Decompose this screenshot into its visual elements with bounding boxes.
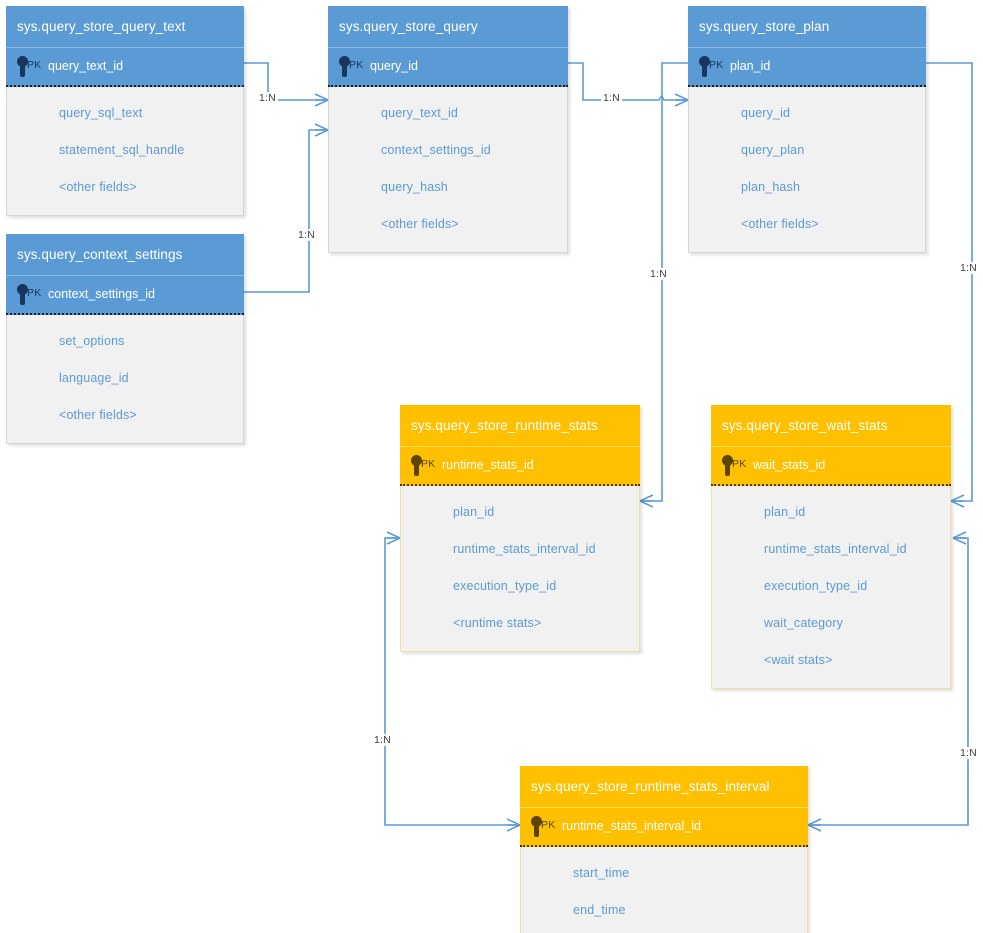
entity-field[interactable]: plan_hash bbox=[741, 180, 801, 194]
key-icon: PK bbox=[400, 446, 442, 485]
pk-badge: PK bbox=[709, 59, 724, 71]
entity-title: sys.query_store_plan bbox=[688, 6, 926, 48]
entity-field[interactable]: language_id bbox=[59, 371, 129, 385]
entity-title: sys.query_store_query_text bbox=[6, 6, 244, 48]
pk-field-name: query_id bbox=[370, 59, 418, 73]
cardinality-label: 1:N bbox=[958, 747, 979, 759]
pk-field-name: plan_id bbox=[730, 59, 771, 73]
entity-fields: plan_id runtime_stats_interval_id executio… bbox=[400, 486, 640, 652]
entity-field[interactable]: execution_type_id bbox=[764, 579, 868, 593]
entity-field[interactable]: query_sql_text bbox=[59, 106, 143, 120]
cardinality-label: 1:N bbox=[601, 92, 622, 104]
entity-fields: query_text_id context_settings_id query_ha… bbox=[328, 87, 568, 253]
entity-field[interactable]: <other fields> bbox=[381, 217, 459, 231]
entity-field[interactable]: context_settings_id bbox=[381, 143, 491, 157]
entity-fields: query_id query_plan plan_hash <other fields… bbox=[688, 87, 926, 253]
key-icon: PK bbox=[328, 47, 370, 86]
entity-field[interactable]: set_options bbox=[59, 334, 125, 348]
primary-key-row[interactable]: PK runtime_stats_id bbox=[400, 447, 640, 486]
pk-field-name: runtime_stats_interval_id bbox=[562, 819, 701, 833]
key-icon: PK bbox=[6, 47, 48, 86]
entity-field[interactable]: <other fields> bbox=[59, 180, 137, 194]
key-icon: PK bbox=[6, 275, 48, 314]
entity-field[interactable]: runtime_stats_interval_id bbox=[453, 542, 596, 556]
connector-query-to-plan bbox=[568, 62, 686, 101]
primary-key-row[interactable]: PK plan_id bbox=[688, 48, 926, 87]
entity-field[interactable]: query_text_id bbox=[381, 106, 458, 120]
entity-field[interactable]: <wait stats> bbox=[764, 653, 833, 667]
entity-title: sys.query_store_query bbox=[328, 6, 568, 48]
entity-field[interactable]: plan_id bbox=[764, 505, 806, 519]
pk-field-name: context_settings_id bbox=[48, 287, 156, 301]
pk-badge: PK bbox=[349, 59, 364, 71]
entity-field[interactable]: execution_type_id bbox=[453, 579, 557, 593]
key-icon: PK bbox=[520, 807, 562, 846]
pk-badge: PK bbox=[732, 458, 747, 470]
entity-field[interactable]: query_hash bbox=[381, 180, 448, 194]
entity-field[interactable]: <other fields> bbox=[741, 217, 819, 231]
primary-key-row[interactable]: PK wait_stats_id bbox=[711, 447, 951, 486]
cardinality-label: 1:N bbox=[296, 229, 317, 241]
cardinality-label: 1:N bbox=[958, 262, 979, 274]
entity-title: sys.query_store_runtime_stats bbox=[400, 405, 640, 447]
entity-field[interactable]: start_time bbox=[573, 866, 630, 880]
entity-field[interactable]: statement_sql_handle bbox=[59, 143, 185, 157]
pk-badge: PK bbox=[27, 59, 42, 71]
primary-key-row[interactable]: PK query_text_id bbox=[6, 48, 244, 87]
entity-field[interactable]: runtime_stats_interval_id bbox=[764, 542, 907, 556]
entity-field[interactable]: query_plan bbox=[741, 143, 805, 157]
primary-key-row[interactable]: PK runtime_stats_interval_id bbox=[520, 808, 808, 847]
entity-field[interactable]: query_id bbox=[741, 106, 791, 120]
cardinality-label: 1:N bbox=[372, 734, 393, 746]
pk-field-name: query_text_id bbox=[48, 59, 124, 73]
entity-field[interactable]: end_time bbox=[573, 903, 626, 917]
entity-field[interactable]: wait_category bbox=[764, 616, 844, 630]
pk-badge: PK bbox=[27, 287, 42, 299]
cardinality-label: 1:N bbox=[257, 92, 278, 104]
cardinality-label: 1:N bbox=[648, 268, 669, 280]
entity-fields: query_sql_text statement_sql_handle <other… bbox=[6, 87, 244, 216]
entity-fields: set_options language_id <other fields> bbox=[6, 315, 244, 444]
entity-fields: plan_id runtime_stats_interval_id executio… bbox=[711, 486, 951, 689]
entity-title: sys.query_store_runtime_stats_interval bbox=[520, 766, 808, 808]
connector-context-settings-to-query bbox=[244, 129, 326, 293]
pk-field-name: wait_stats_id bbox=[753, 458, 826, 472]
key-icon: PK bbox=[711, 446, 753, 485]
entity-field[interactable]: <runtime stats> bbox=[453, 616, 542, 630]
entity-title: sys.query_context_settings bbox=[6, 234, 244, 276]
pk-badge: PK bbox=[421, 458, 436, 470]
primary-key-row[interactable]: PK context_settings_id bbox=[6, 276, 244, 315]
entity-fields: start_time end_time bbox=[520, 847, 808, 933]
entity-title: sys.query_store_wait_stats bbox=[711, 405, 951, 447]
pk-badge: PK bbox=[541, 819, 556, 831]
entity-field[interactable]: plan_id bbox=[453, 505, 495, 519]
entity-field[interactable]: <other fields> bbox=[59, 408, 137, 422]
pk-field-name: runtime_stats_id bbox=[442, 458, 534, 472]
primary-key-row[interactable]: PK query_id bbox=[328, 48, 568, 87]
key-icon: PK bbox=[688, 47, 730, 86]
